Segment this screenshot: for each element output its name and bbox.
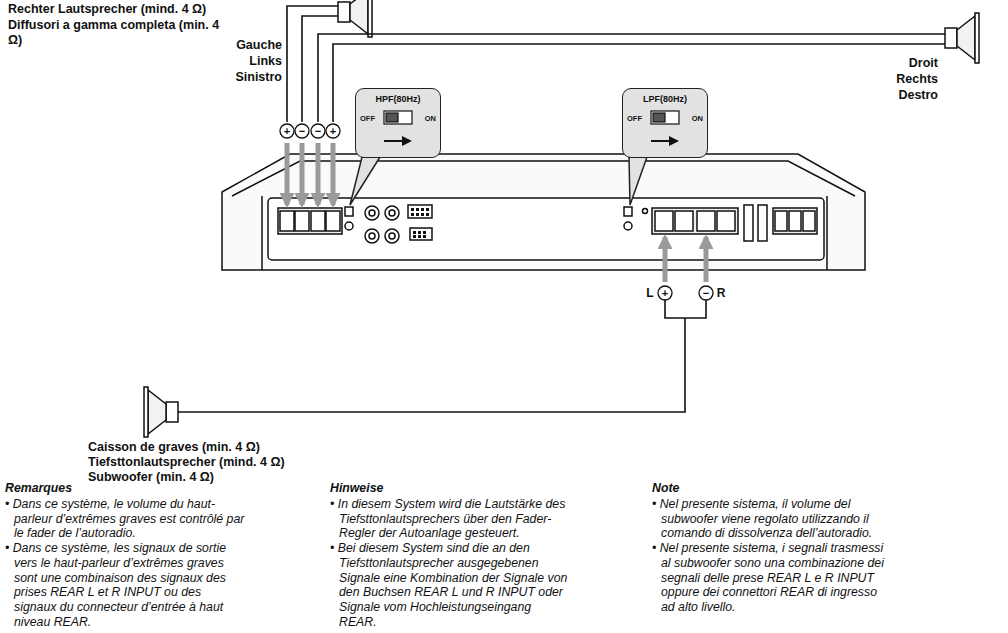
note-text: • Nel presente sistema, i segnali trasme… xyxy=(652,541,892,615)
speaker-label: Tiefsttonlautsprecher (mind. 4 Ω) xyxy=(88,455,285,470)
switch-callout: HPF(80Hz) OFF ON xyxy=(355,88,441,158)
speaker-wires xyxy=(178,6,945,412)
speaker-label: Rechts xyxy=(896,72,938,87)
notes-heading: Hinweise xyxy=(330,481,570,496)
full-range-speaker xyxy=(338,0,372,37)
notes-column: Note• Nel presente sistema, il volume de… xyxy=(652,481,892,615)
notes-heading: Remarques xyxy=(5,481,245,496)
terminal-polarity: + xyxy=(284,126,290,137)
speaker-label: Rechter Lautsprecher (mind. 4 Ω) xyxy=(8,2,206,17)
note-text: • Dans ce système, les signaux de sortie… xyxy=(5,541,245,630)
full-range-speaker xyxy=(945,13,979,63)
speaker-label: Gauche xyxy=(236,38,282,53)
speaker-label: Diffusori a gamma completa (min. 4 Ω) xyxy=(8,18,223,48)
speaker-label: Subwoofer (min. 4 Ω) xyxy=(88,470,214,485)
subwoofer-speaker xyxy=(144,387,178,437)
speaker-label: Droit xyxy=(909,56,938,71)
switch-position: OFF xyxy=(627,115,642,123)
channel-label: R xyxy=(717,287,726,299)
insertion-arrows xyxy=(287,143,706,282)
switch-callout: LPF(80Hz) OFF ON xyxy=(622,88,708,158)
terminal-polarity: − xyxy=(703,288,709,299)
terminal-polarity: − xyxy=(315,126,321,137)
notes-column: Remarques• Dans ce système, le volume du… xyxy=(5,481,245,630)
channel-label: L xyxy=(646,287,653,299)
switch-position: ON xyxy=(692,115,703,123)
filter-name: HPF(80Hz) xyxy=(375,94,420,104)
connector-pins xyxy=(411,208,429,238)
note-text: • Nel presente sistema, il volume del su… xyxy=(652,497,892,541)
filter-name: LPF(80Hz) xyxy=(643,94,687,104)
note-text: • In diesem System wird die Lautstärke d… xyxy=(330,497,570,541)
terminal-polarity: + xyxy=(330,126,336,137)
note-text: • Dans ce système, le volume du haut-par… xyxy=(5,497,245,541)
callout-tails xyxy=(350,157,647,205)
notes-heading: Note xyxy=(652,481,892,496)
note-text: • Bei diesem System sind die an den Tief… xyxy=(330,541,570,630)
speaker-label: Destro xyxy=(898,88,938,103)
switch-position: ON xyxy=(425,115,436,123)
switch-position: OFF xyxy=(360,115,375,123)
speaker-label: Caisson de graves (min. 4 Ω) xyxy=(88,440,260,455)
terminal-polarity: + xyxy=(662,288,668,299)
speaker-label: Links xyxy=(249,54,282,69)
notes-column: Hinweise• In diesem System wird die Laut… xyxy=(330,481,570,630)
speaker-label: Sinistro xyxy=(235,70,282,85)
terminal-polarity: − xyxy=(299,126,305,137)
